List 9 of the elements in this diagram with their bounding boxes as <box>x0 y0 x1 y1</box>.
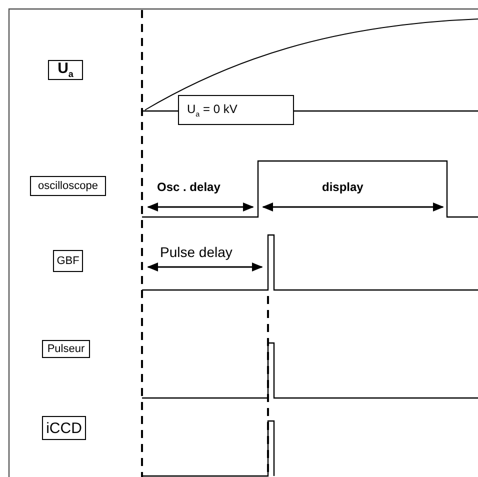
signal-label: GBF <box>53 250 83 272</box>
duration-label: Pulse delay <box>160 245 232 259</box>
signal-label: Pulseur <box>42 340 90 358</box>
voltage-box: U$_{a}$ = 0 kV <box>178 95 294 125</box>
signal-label: oscilloscope <box>30 176 106 196</box>
signal-label: iCCD <box>42 416 86 440</box>
duration-label: display <box>322 181 364 193</box>
duration-label: Osc . delay <box>157 181 220 193</box>
signal-label: U$_{a}$ <box>48 60 83 80</box>
